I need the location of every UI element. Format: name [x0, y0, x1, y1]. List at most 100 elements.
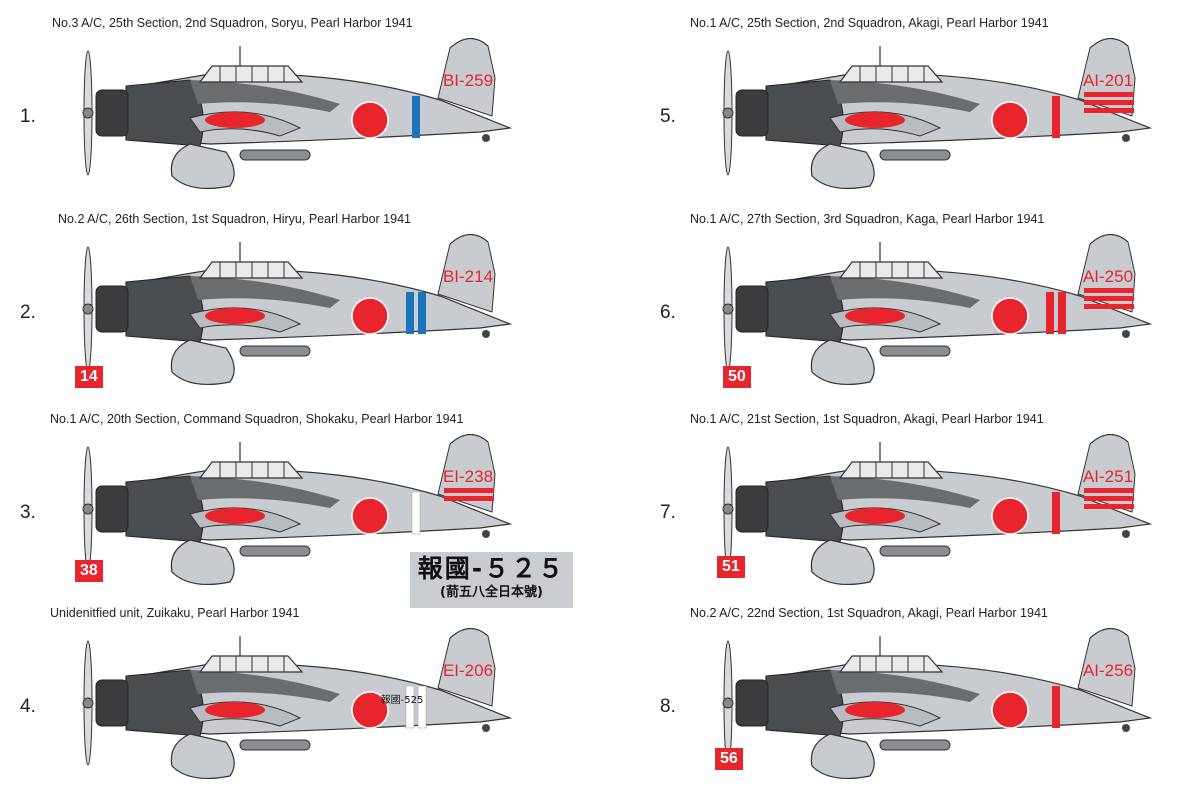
aircraft-profile: AI-201: [722, 38, 1153, 189]
anti-glare: [190, 276, 340, 308]
engine: [95, 679, 129, 727]
tail-wheel: [482, 330, 490, 338]
aircraft-plate: AI-256 No.2 A/C, 22nd Section, 1st Squadr…: [660, 598, 1204, 794]
tail-code: AI-201: [1083, 71, 1133, 90]
fuselage-band: [405, 685, 415, 729]
anti-glare: [830, 80, 980, 112]
fuselage-hinomaru: [991, 101, 1029, 139]
tail-wheel: [1122, 530, 1130, 538]
tail-stripe: [1084, 288, 1134, 293]
aircraft-profile: BI-214: [82, 234, 513, 385]
plate-index: 3.: [20, 502, 36, 523]
bomb: [239, 345, 311, 357]
tail-wheel: [1122, 724, 1130, 732]
landing-gear-spat: [810, 733, 875, 779]
wing-hinomaru: [845, 702, 905, 718]
tail-wheel: [1122, 330, 1130, 338]
tail-stripe: [1084, 496, 1134, 501]
plate-index: 6.: [660, 302, 676, 323]
fuselage-band: [412, 96, 420, 138]
tail-stripe: [1084, 296, 1134, 301]
stencil-detail: 報國-５２５ (葥五八全日本號): [410, 552, 573, 608]
tail-stripe: [1084, 304, 1134, 309]
tail-wheel: [482, 134, 490, 142]
plate-index: 5.: [660, 106, 676, 127]
tail-code: EI-206: [443, 661, 493, 680]
aircraft-plate: EI-206 報國-525 Unidenitfied unit, Zuikaku, …: [20, 598, 610, 794]
landing-gear-spat: [810, 339, 875, 385]
fuselage-band: [1058, 292, 1066, 334]
canopy: [838, 461, 944, 479]
tail-code: AI-256: [1083, 661, 1133, 680]
fuselage-band: [1052, 686, 1060, 728]
bomb: [239, 545, 311, 557]
plate-caption: No.1 A/C, 21st Section, 1st Squadron, Ak…: [690, 412, 1044, 426]
fuselage-hinomaru: [351, 691, 389, 729]
plate-caption: No.2 A/C, 22nd Section, 1st Squadron, Ak…: [690, 606, 1048, 620]
cowling: [765, 669, 844, 737]
fuselage-text: 報國-525: [381, 694, 424, 706]
spat-number-badge: 50: [723, 366, 751, 388]
spat-number-badge: 56: [715, 748, 743, 770]
plate-caption: No.3 A/C, 25th Section, 2nd Squadron, So…: [52, 16, 413, 30]
canopy: [198, 65, 304, 83]
engine: [735, 485, 769, 533]
spat-number-badge: 51: [717, 556, 745, 578]
tail-stripe: [1084, 488, 1134, 493]
cowling: [125, 669, 204, 737]
wing-hinomaru: [205, 508, 265, 524]
canopy: [198, 655, 304, 673]
fuselage-band: [1052, 96, 1060, 138]
landing-gear-spat: [170, 539, 235, 585]
fuselage-hinomaru: [991, 497, 1029, 535]
aircraft-profile: EI-206 報國-525: [82, 628, 513, 779]
engine: [735, 89, 769, 137]
cowling: [125, 275, 204, 343]
bomb: [879, 545, 951, 557]
tail-stripe: [444, 488, 494, 493]
plate-caption: No.1 A/C, 20th Section, Command Squadron…: [50, 412, 464, 426]
engine: [95, 89, 129, 137]
bomb: [879, 739, 951, 751]
aircraft-plate: EI-238 No.1 A/C, 20th Section, Command Sq…: [20, 404, 610, 600]
wing-hinomaru: [205, 702, 265, 718]
wing-hinomaru: [845, 112, 905, 128]
canopy: [838, 65, 944, 83]
aircraft-profile: AI-250: [722, 234, 1153, 385]
aircraft-profile: EI-238: [82, 434, 513, 585]
anti-glare: [190, 80, 340, 112]
canopy: [838, 261, 944, 279]
canopy: [198, 261, 304, 279]
anti-glare: [830, 670, 980, 702]
tail-wheel: [482, 724, 490, 732]
tail-code: AI-251: [1083, 467, 1133, 486]
canopy: [838, 655, 944, 673]
spat-number-badge: 38: [75, 560, 103, 582]
tail-stripe: [1084, 92, 1134, 97]
landing-gear-spat: [170, 339, 235, 385]
bomb: [239, 739, 311, 751]
wing-hinomaru: [845, 308, 905, 324]
anti-glare: [190, 670, 340, 702]
cowling: [125, 475, 204, 543]
plate-index: 2.: [20, 302, 36, 323]
engine: [735, 285, 769, 333]
tail-code: EI-238: [443, 467, 493, 486]
stencil-line-1: 報國-５２５: [417, 554, 566, 583]
tail-wheel: [482, 530, 490, 538]
fuselage-hinomaru: [351, 101, 389, 139]
plate-index: 7.: [660, 502, 676, 523]
plate-caption: No.2 A/C, 26th Section, 1st Squadron, Hi…: [58, 212, 411, 226]
plate-caption: Unidenitfied unit, Zuikaku, Pearl Harbor…: [50, 606, 300, 620]
plate-caption: No.1 A/C, 27th Section, 3rd Squadron, Ka…: [690, 212, 1045, 226]
fuselage-hinomaru: [351, 497, 389, 535]
tail-wheel: [1122, 134, 1130, 142]
aircraft-plate: AI-250 No.1 A/C, 27th Section, 3rd Squadr…: [660, 204, 1204, 400]
wing-hinomaru: [845, 508, 905, 524]
fuselage-band: [417, 685, 427, 729]
bomb: [879, 345, 951, 357]
aircraft-plate: AI-251 No.1 A/C, 21st Section, 1st Squadr…: [660, 404, 1204, 600]
engine: [95, 485, 129, 533]
aircraft-plate: BI-214 No.2 A/C, 26th Section, 1st Squadr…: [20, 204, 610, 400]
